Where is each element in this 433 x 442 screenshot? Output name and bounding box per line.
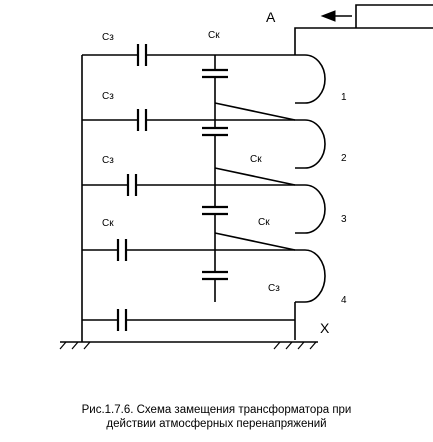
label-left-cap-2: Cз [102,91,114,102]
terminal-a-label: A [266,9,276,25]
turn-label-1: 1 [341,92,347,103]
label-top-series-cap: Cк [208,30,220,41]
label-right-cap-2: Cк [258,217,270,228]
caption-line-2: действии атмосферных перенапряжений [106,418,327,430]
input-arrow-icon [294,4,433,55]
label-right-cap-1: Cк [250,154,262,165]
label-left-cap-3: Cз [102,155,114,166]
terminal-x-label: X [320,320,330,336]
winding-coils [214,54,326,340]
label-left-cap-4: Cк [102,218,114,229]
turn-label-4: 4 [341,295,347,306]
ground-hatch-icon [59,341,318,350]
turn-label-2: 2 [341,153,347,164]
caption-line-1: Рис.1.7.6. Схема замещения трансформатор… [81,404,352,416]
series-capacitor-chain [202,55,228,302]
figure-caption: Рис.1.7.6. Схема замещения трансформатор… [0,403,433,431]
label-right-cap-3: Cз [268,283,280,294]
turn-label-3: 3 [341,214,347,225]
label-left-cap-1: Cз [102,32,114,43]
ground-capacitors [82,44,295,331]
